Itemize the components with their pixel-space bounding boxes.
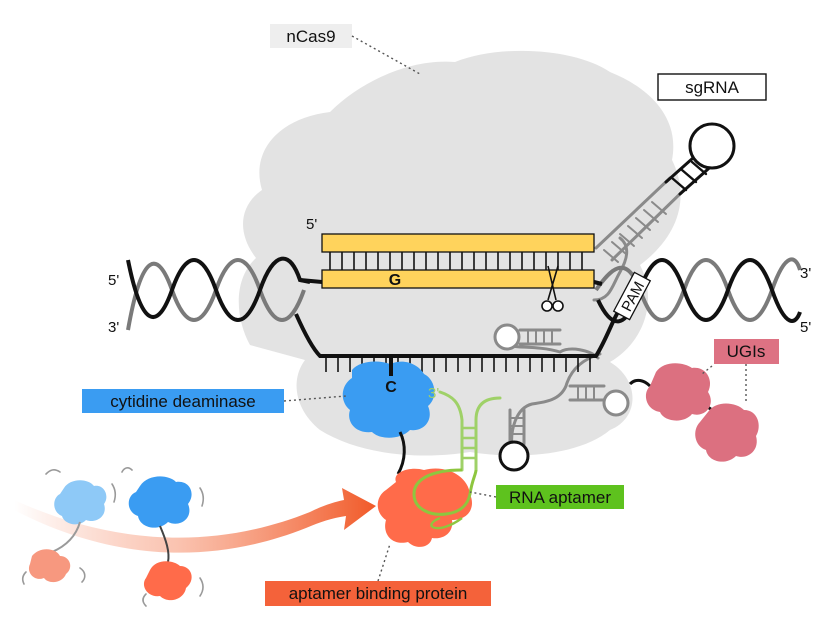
dna-helix-left — [126, 256, 311, 331]
aptamer-binding-protein-label-box — [265, 581, 491, 606]
ugis-label-box — [714, 339, 779, 364]
deaminase-leader — [283, 395, 347, 402]
free-deaminase-light — [28, 480, 107, 583]
rna-aptamer-label: RNA aptamer — [509, 488, 611, 507]
spacer-five-prime: 5' — [306, 216, 317, 233]
cytidine-deaminase-label: cytidine deaminase — [110, 392, 256, 411]
nontarget-strand-ticks — [325, 356, 591, 372]
aptamer-binding-protein-label: aptamer binding protein — [289, 584, 468, 603]
dna-right-five-prime: 5' — [800, 319, 811, 336]
motion-marks — [21, 467, 205, 607]
target-dna-bar — [321, 269, 595, 289]
aptamer-three-prime: 3' — [428, 385, 439, 402]
ugi-protein-1 — [645, 363, 711, 421]
ncas9-leader — [351, 35, 421, 75]
rna-aptamer-tail — [430, 516, 463, 530]
ugi-leader — [701, 364, 747, 402]
recruitment-arrow — [14, 488, 376, 553]
rna-aptamer-loop — [412, 468, 478, 516]
scissors-icon — [541, 265, 564, 312]
free-deaminase-dark — [128, 476, 192, 601]
sgrna-spacer-bar — [321, 233, 595, 253]
aptamer-binding-protein — [377, 468, 472, 547]
sgrna-label: sgRNA — [685, 78, 740, 97]
ncas9-label: nCas9 — [286, 27, 335, 46]
cytidine-deaminase-protein — [342, 361, 435, 438]
base-pair-ticks — [329, 252, 583, 270]
base-c-label: C — [385, 379, 397, 396]
ncas9-label-box — [270, 24, 352, 48]
ugis-label: UGIs — [727, 342, 766, 361]
dna-left-five-prime: 5' — [108, 272, 119, 289]
cytidine-deaminase-label-box — [82, 389, 284, 413]
base-g-label: G — [389, 272, 401, 289]
dna-right-three-prime: 3' — [800, 265, 811, 282]
sgrna — [438, 122, 736, 472]
sgrna-label-box — [657, 73, 767, 101]
binding-protein-leader — [377, 543, 391, 582]
dna-left-three-prime: 3' — [108, 319, 119, 336]
ugi-protein-2 — [695, 403, 759, 462]
aptamer-leader — [469, 491, 497, 498]
rna-aptamer-label-box — [496, 485, 624, 509]
deaminase-linker — [396, 431, 406, 475]
